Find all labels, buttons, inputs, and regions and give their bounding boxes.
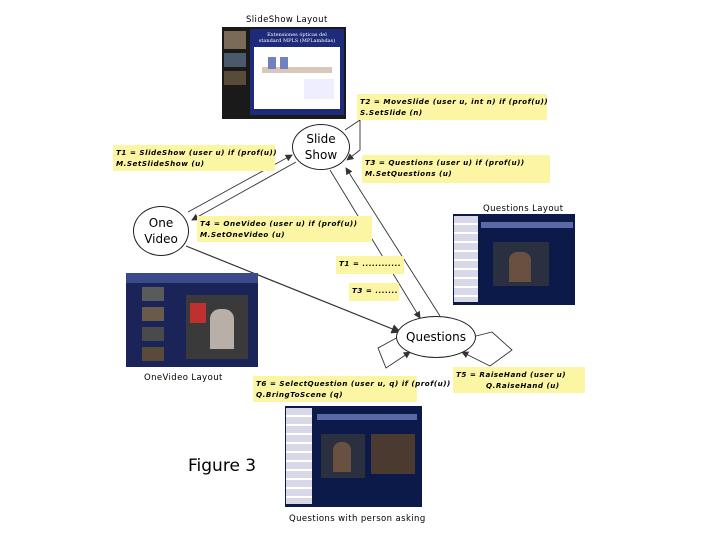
questions-person-layout-caption: Questions with person asking: [289, 514, 426, 524]
edge-questions-self-left: [377, 335, 411, 369]
onevideo-layout-caption: OneVideo Layout: [144, 373, 223, 383]
transition-t5: T5 = RaiseHand (user u) Q.RaiseHand (u): [453, 367, 585, 393]
edge-slideshow-self-right: [344, 119, 361, 161]
questions-layout-caption: Questions Layout: [483, 204, 564, 214]
edge-questions-to-slideshow: [345, 167, 441, 317]
presenter-video: [224, 31, 246, 49]
slide-title: Extensiones ópticas del standard MPLS (M…: [258, 32, 336, 44]
edge-slideshow-to-questions: [329, 169, 421, 319]
slideshow-layout-caption: SlideShow Layout: [246, 15, 328, 25]
state-questions: Questions: [396, 316, 476, 358]
transition-t6: T6 = SelectQuestion (user u, q) if (prof…: [253, 376, 450, 402]
audience-video: [371, 434, 415, 474]
transition-t4: T4 = OneVideo (user u) if (prof(u)) M.Se…: [197, 216, 372, 242]
main-video: [186, 295, 248, 359]
edge-questions-self-right: [461, 331, 513, 367]
transition-t2: T2 = MoveSlide (user u, int n) if (prof(…: [357, 94, 548, 120]
slide-panel: Extensiones ópticas del standard MPLS (M…: [250, 29, 344, 115]
speaker-video: [493, 242, 549, 286]
questions-list: [454, 216, 478, 302]
transition-t1-short: T1 = ............: [336, 256, 404, 274]
state-slideshow: Slide Show: [292, 124, 350, 170]
questions-layout-thumbnail: [453, 214, 575, 305]
transition-t3-short: T3 = .......: [349, 283, 399, 301]
edge-slideshow-to-onevideo: [191, 161, 297, 221]
edge-onevideo-to-questions: [185, 245, 402, 334]
transition-t1: T1 = SlideShow (user u) if (prof(u)) M.S…: [113, 145, 277, 171]
onevideo-layout-thumbnail: [126, 273, 258, 367]
state-onevideo: One Video: [133, 206, 189, 256]
questions-person-thumbnail: [285, 406, 422, 507]
slideshow-layout-thumbnail: Extensiones ópticas del standard MPLS (M…: [222, 27, 346, 119]
transition-t3: T3 = Questions (user u) if (prof(u)) M.S…: [362, 155, 550, 183]
figure-label: Figure 3: [188, 456, 257, 476]
